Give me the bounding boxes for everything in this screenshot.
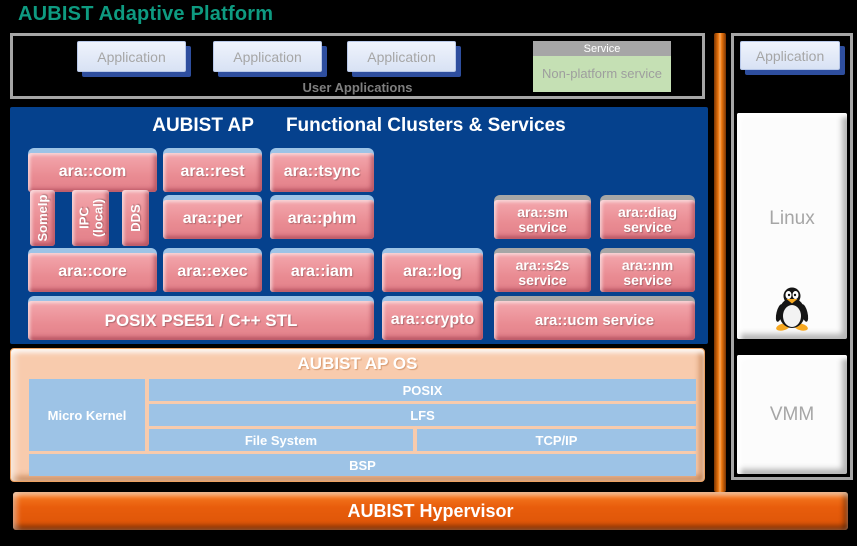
- vmm-box: VMM: [737, 355, 847, 474]
- linux-label: Linux: [769, 208, 815, 229]
- block-ara-iam: ara::iam: [270, 248, 374, 292]
- fc-title-left: AUBIST AP: [152, 115, 254, 136]
- block-ara-sm-service: ara::sm service: [494, 195, 591, 239]
- user-applications-caption: User Applications: [302, 80, 413, 95]
- application-box: Application: [213, 41, 322, 72]
- os-panel: AUBIST AP OS Micro Kernel POSIX LFS File…: [10, 348, 705, 482]
- block-ara-core: ara::core: [28, 248, 157, 292]
- tcp-ip-box: TCP/IP: [417, 429, 696, 451]
- block-ipc-local: IPC (local): [72, 190, 109, 246]
- service-label: Service: [533, 41, 671, 56]
- block-ara-diag-service: ara::diag service: [600, 195, 695, 239]
- block-someip: SomeIp: [30, 190, 55, 246]
- bsp-box: BSP: [29, 454, 696, 476]
- block-ara-nm-service: ara::nm service: [600, 248, 695, 292]
- tux-penguin-icon: [775, 287, 809, 331]
- functional-clusters-panel: AUBIST AP Functional Clusters & Services…: [10, 107, 708, 344]
- os-title: AUBIST AP OS: [297, 354, 418, 373]
- block-ara-rest: ara::rest: [163, 148, 262, 192]
- block-ara-per: ara::per: [163, 195, 262, 239]
- block-ara-crypto: ara::crypto: [382, 296, 483, 340]
- hypervisor-bar: AUBIST Hypervisor: [13, 492, 848, 530]
- non-platform-service-stack: Service Non-platform service: [533, 41, 671, 92]
- block-ara-com: ara::com: [28, 148, 157, 192]
- file-system-box: File System: [149, 429, 413, 451]
- application-box: Application: [347, 41, 456, 72]
- functional-clusters-title: AUBIST AP Functional Clusters & Services: [10, 107, 708, 137]
- non-platform-service-box: Non-platform service: [533, 56, 671, 92]
- micro-kernel-box: Micro Kernel: [29, 379, 145, 451]
- application-box: Application: [77, 41, 186, 72]
- block-ara-phm: ara::phm: [270, 195, 374, 239]
- block-ara-log: ara::log: [382, 248, 483, 292]
- vertical-divider: [714, 33, 726, 492]
- posix-box: POSIX: [149, 379, 696, 401]
- linux-box: Linux: [737, 113, 847, 339]
- fc-title-right: Functional Clusters & Services: [285, 115, 566, 136]
- block-ara-ucm-service: ara::ucm service: [494, 296, 695, 340]
- lfs-box: LFS: [149, 404, 696, 426]
- page-title: AUBIST Adaptive Platform: [18, 3, 274, 25]
- block-ara-s2s-service: ara::s2s service: [494, 248, 591, 292]
- block-posix-pse51-stl: POSIX PSE51 / C++ STL: [28, 296, 374, 340]
- block-dds: DDS: [122, 190, 149, 246]
- block-ara-exec: ara::exec: [163, 248, 262, 292]
- right-panel: Application Linux VMM: [731, 33, 853, 480]
- block-ara-tsync: ara::tsync: [270, 148, 374, 192]
- user-applications-panel: Application Application Application Serv…: [10, 33, 705, 99]
- application-box: Application: [740, 41, 840, 70]
